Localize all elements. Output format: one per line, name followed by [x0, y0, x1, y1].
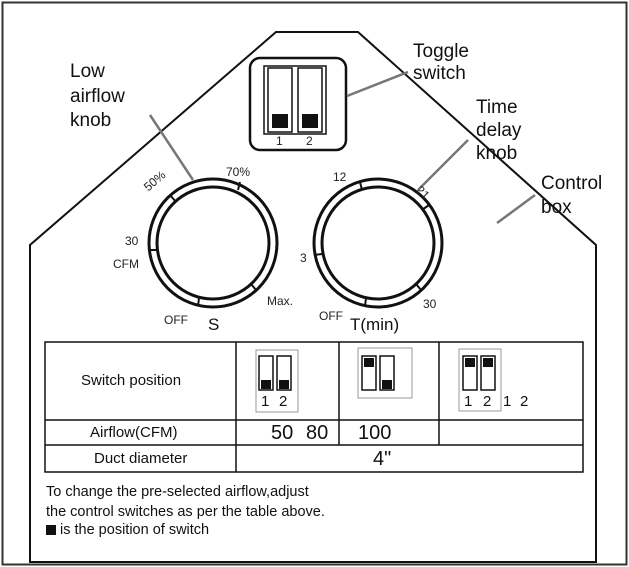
time-mark-off: OFF [319, 309, 343, 323]
col3-switch-label-3: 1 [503, 393, 512, 410]
toggle-switch-callout-line1: Toggle [413, 41, 469, 62]
control-box-leader-line [496, 193, 536, 225]
airflow-mark-off: OFF [164, 313, 188, 327]
control-box-outline [29, 31, 597, 563]
toggle-label-1: 1 [276, 134, 283, 148]
low-airflow-leader-line [148, 114, 195, 181]
toggle-switch-body [263, 65, 327, 135]
airflow-mark-cfm: CFM [113, 257, 139, 271]
control-box-callout-line1: Control [541, 173, 603, 194]
switch-icon-both-up [458, 348, 502, 412]
note-line-1: To change the pre-selected airflow,adjus… [46, 484, 309, 500]
duct-diameter-value: 4" [373, 448, 392, 470]
toggle-label-2: 2 [306, 134, 313, 148]
time-knob-label: T(min) [350, 315, 400, 334]
switch-icon-1up-2down [357, 347, 413, 399]
time-delay-leader-line [417, 139, 469, 191]
toggle-switch-housing [248, 56, 348, 152]
time-delay-callout-line1: Time [476, 97, 518, 118]
col3-switch-label-2: 2 [483, 393, 492, 410]
airflow-knob-label: S [208, 315, 220, 334]
time-delay-callout-line3: knob [476, 143, 518, 164]
toggle-leader-line [346, 70, 409, 98]
time-delay-knob [312, 177, 444, 309]
airflow-value-100: 100 [358, 422, 392, 444]
col3-switch-label-4: 2 [520, 393, 529, 410]
low-airflow-callout-line1: Low [70, 61, 105, 82]
low-airflow-knob [147, 177, 279, 309]
airflow-mark-70: 70% [226, 165, 251, 179]
low-airflow-callout-line2: airflow [70, 86, 125, 107]
time-mark-30: 30 [423, 297, 437, 311]
toggle-slider-1 [272, 114, 288, 128]
row-header-duct: Duct diameter [94, 450, 188, 467]
toggle-slot-1 [267, 67, 293, 133]
note-line-3: is the position of switch [46, 521, 209, 539]
row-header-airflow: Airflow(CFM) [90, 424, 178, 441]
low-airflow-callout-line3: knob [70, 110, 112, 131]
col1-switch-label-2: 2 [279, 393, 288, 410]
switch-position-square-icon [46, 525, 56, 535]
toggle-slot-2 [297, 67, 323, 133]
airflow-mark-max: Max. [267, 294, 294, 308]
toggle-slider-2 [302, 114, 318, 128]
note-line-3-text: is the position of switch [60, 522, 210, 538]
toggle-switch-callout-line2: switch [413, 63, 466, 84]
col3-switch-label-1: 1 [464, 393, 473, 410]
row-header-switch-position: Switch position [81, 372, 182, 389]
note-line-2: the control switches as per the table ab… [46, 504, 325, 520]
time-delay-callout-line2: delay [476, 120, 522, 141]
settings-table-grid [44, 341, 584, 473]
control-box-callout-line2: box [541, 197, 572, 218]
time-mark-12: 12 [333, 170, 347, 184]
airflow-value-80: 80 [306, 422, 329, 444]
airflow-mark-30: 30 [125, 234, 139, 248]
time-mark-3: 3 [300, 251, 307, 265]
airflow-value-50: 50 [271, 422, 294, 444]
col1-switch-label-1: 1 [261, 393, 270, 410]
switch-icon-both-down [255, 349, 299, 413]
